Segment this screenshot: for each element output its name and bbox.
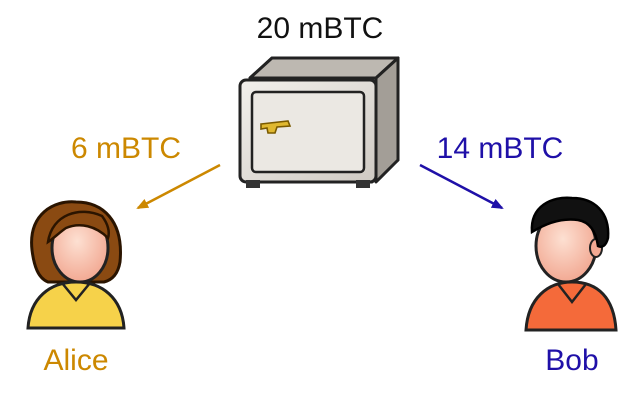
person-female-icon: [26, 200, 126, 330]
alice-amount-label: 6 mBTC: [71, 132, 181, 165]
arrow-to-bob: [419, 163, 504, 210]
bob-amount-label: 14 mBTC: [437, 132, 564, 165]
alice-name-label: Alice: [43, 344, 108, 377]
arrow-to-alice: [136, 163, 221, 210]
bob-name-label: Bob: [545, 344, 598, 377]
vault-amount-label: 20 mBTC: [257, 12, 384, 45]
person-male-icon: [524, 196, 618, 332]
safe-icon: [238, 56, 400, 188]
